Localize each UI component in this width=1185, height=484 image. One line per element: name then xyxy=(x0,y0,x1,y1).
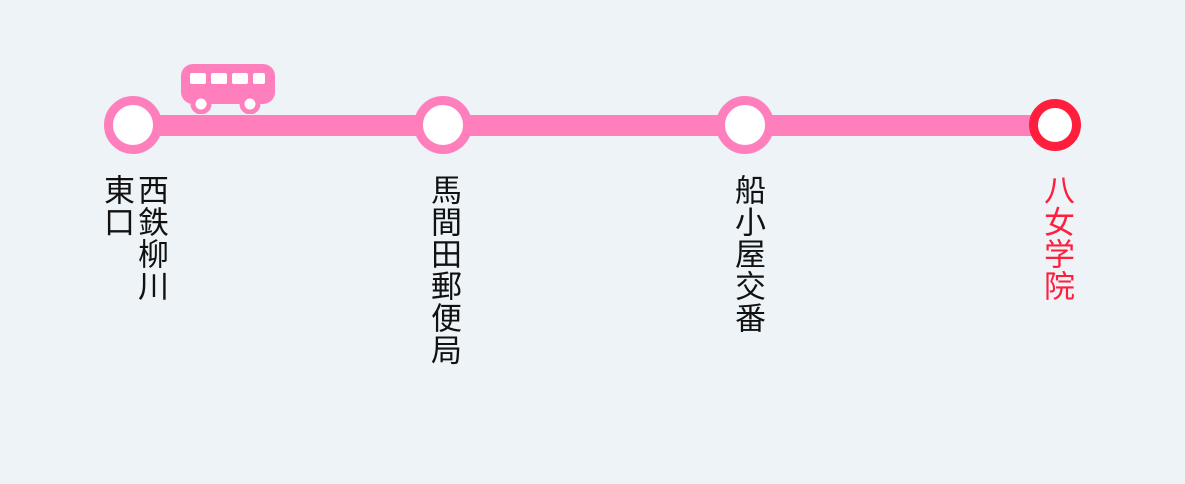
stop-label-yame-gakuin: 八女学院 xyxy=(1038,174,1074,302)
route-line xyxy=(133,115,1055,136)
bus-icon xyxy=(181,64,275,114)
stop-label-funagoya-koban: 船小屋交番 xyxy=(729,174,765,334)
stop-marker-mamada-post-office xyxy=(414,96,472,154)
stop-label-nishitetsu-yanagawa: 西鉄柳川 東口 xyxy=(98,174,168,302)
stop-marker-yame-gakuin xyxy=(1029,99,1081,151)
stop-marker-funagoya-koban xyxy=(716,96,774,154)
stop-marker-nishitetsu-yanagawa xyxy=(104,96,162,154)
stop-label-mamada-post-office: 馬間田郵便局 xyxy=(425,174,461,366)
